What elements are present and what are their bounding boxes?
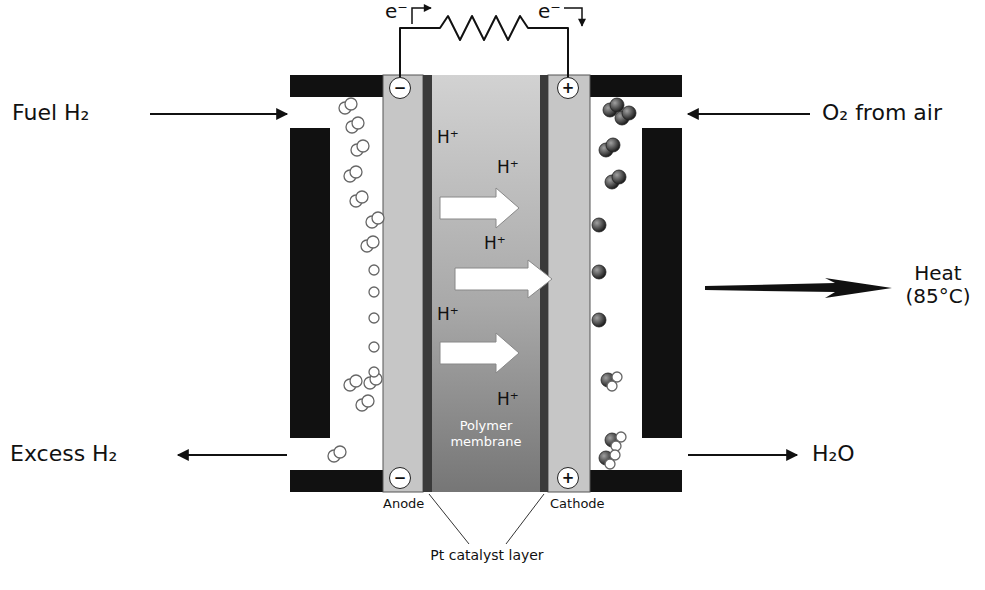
polarity-sign: + bbox=[562, 81, 575, 96]
water-outlet-label: H₂O bbox=[812, 441, 855, 466]
hydrogen-atom bbox=[616, 432, 626, 442]
hydrogen-atom bbox=[369, 367, 379, 377]
hydrogen-atom bbox=[352, 117, 364, 129]
electron-label: e⁻ bbox=[538, 0, 561, 23]
cathode-plate bbox=[548, 75, 590, 492]
hydrogen-atom bbox=[350, 166, 362, 178]
oxygen-atom bbox=[606, 138, 620, 152]
flow-plate-bar bbox=[290, 128, 330, 438]
proton-label: H⁺ bbox=[497, 158, 519, 178]
hydrogen-atom bbox=[334, 446, 346, 458]
fuel-inlet-label: Fuel H₂ bbox=[12, 100, 89, 125]
leader-line bbox=[429, 494, 469, 544]
heat-label: Heat (85°C) bbox=[896, 262, 980, 308]
proton-arrow bbox=[440, 333, 519, 373]
anode-plate bbox=[383, 75, 423, 492]
terminal-circle: + bbox=[557, 467, 579, 489]
polarity-sign: − bbox=[394, 81, 407, 96]
membrane-label: Polymer membrane bbox=[441, 418, 531, 451]
flow-plate-bar bbox=[590, 75, 682, 97]
proton-label: H⁺ bbox=[437, 305, 459, 325]
terminal-circle: − bbox=[389, 77, 411, 99]
hydrogen-atom bbox=[369, 287, 379, 297]
proton-label: H⁺ bbox=[437, 128, 459, 148]
exhaust-label: Excess H₂ bbox=[10, 441, 117, 466]
hydrogen-atom bbox=[607, 381, 617, 391]
oxygen-atom bbox=[592, 218, 606, 232]
proton-arrow bbox=[440, 188, 519, 228]
hydrogen-atom bbox=[369, 313, 379, 323]
hydrogen-atom bbox=[367, 236, 379, 248]
heat-arrow bbox=[705, 278, 892, 298]
terminal-circle: + bbox=[557, 77, 579, 99]
leader-line bbox=[506, 494, 544, 544]
oxygen-atom bbox=[610, 98, 624, 112]
polarity-sign: − bbox=[394, 471, 407, 486]
hydrogen-atom bbox=[372, 212, 384, 224]
flow-arrow bbox=[688, 113, 810, 115]
anode-label: Anode bbox=[383, 497, 424, 512]
hydrogen-atom bbox=[356, 191, 368, 203]
oxygen-atom bbox=[622, 106, 636, 120]
oxygen-atom bbox=[592, 313, 606, 327]
electron-arrow bbox=[564, 8, 582, 26]
polarity-sign: + bbox=[562, 471, 575, 486]
hydrogen-atom bbox=[369, 265, 379, 275]
catalyst-label: Pt catalyst layer bbox=[412, 547, 562, 563]
electron-label: e⁻ bbox=[385, 0, 408, 23]
proton-label: H⁺ bbox=[484, 234, 506, 254]
hydrogen-atom bbox=[345, 98, 357, 110]
hydrogen-atom bbox=[357, 140, 369, 152]
proton-arrow bbox=[455, 260, 552, 298]
hydrogen-atom bbox=[350, 375, 362, 387]
air-inlet-label: O₂ from air bbox=[822, 100, 942, 125]
electron-arrow bbox=[412, 8, 431, 24]
flow-plate-bar bbox=[290, 75, 383, 97]
flow-arrow bbox=[150, 113, 287, 115]
oxygen-atom bbox=[612, 170, 626, 184]
hydrogen-atom bbox=[369, 342, 379, 352]
terminal-circle: − bbox=[389, 467, 411, 489]
hydrogen-atom bbox=[362, 395, 374, 407]
external-circuit-wire bbox=[400, 16, 568, 77]
flow-plate-bar bbox=[590, 470, 682, 492]
hydrogen-atom bbox=[605, 459, 615, 469]
oxygen-atom bbox=[592, 265, 606, 279]
proton-label: H⁺ bbox=[497, 390, 519, 410]
hydrogen-atom bbox=[610, 450, 620, 460]
hydrogen-atom bbox=[612, 372, 622, 382]
catalyst-layer bbox=[423, 75, 432, 492]
flow-plate-bar bbox=[642, 128, 682, 438]
flow-arrow bbox=[688, 454, 797, 456]
flow-arrow bbox=[178, 454, 287, 456]
cathode-label: Cathode bbox=[550, 497, 605, 512]
flow-plate-bar bbox=[290, 470, 383, 492]
